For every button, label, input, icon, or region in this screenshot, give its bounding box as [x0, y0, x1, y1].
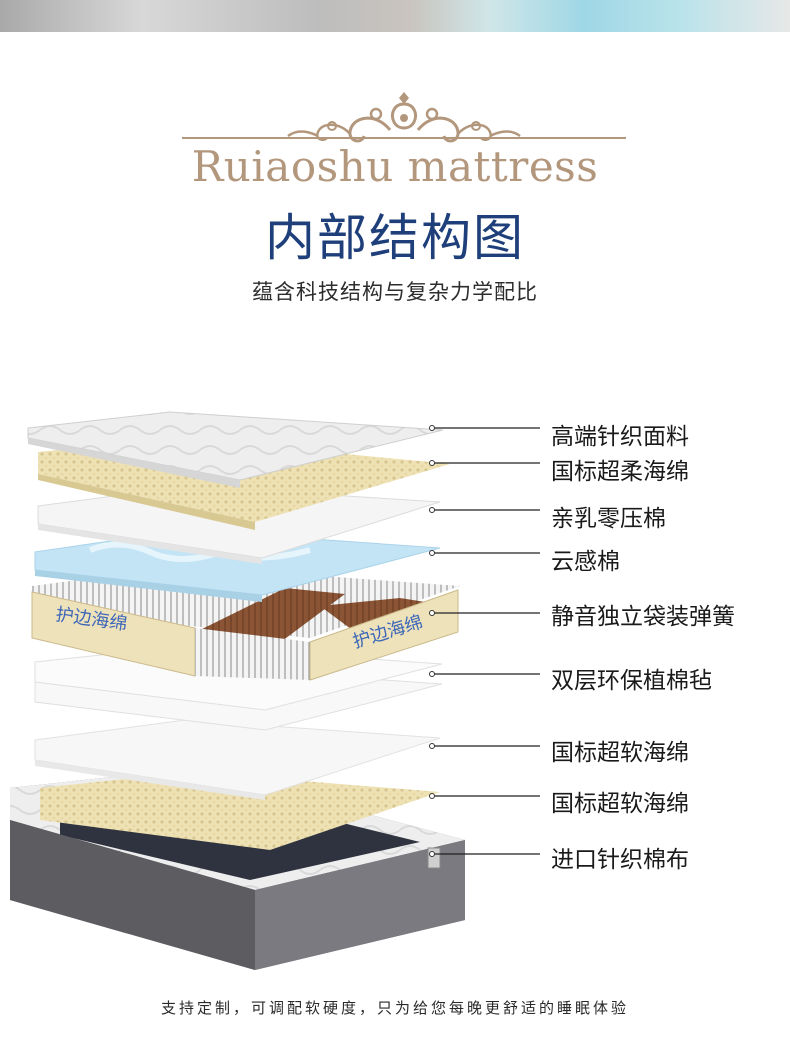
- layer-label-felt: 双层环保植棉毡: [551, 668, 712, 694]
- layer-label-springs: 静音独立袋装弹簧: [551, 604, 735, 630]
- layer-label-soft-foam: 国标超柔海绵: [551, 459, 689, 485]
- brand-name: Ruiaoshu mattress: [191, 142, 599, 191]
- mattress-layer-diagram: 护边海绵 护边海绵: [10, 411, 540, 970]
- page-subtitle: 蕴含科技结构与复杂力学配比: [252, 280, 538, 304]
- layer-label-cotton-fabric: 进口针织棉布: [551, 847, 689, 873]
- layer-label-latex: 亲乳零压棉: [551, 506, 666, 532]
- layer-label-foam-a: 国标超软海绵: [551, 740, 689, 766]
- leader-lines: [432, 427, 540, 855]
- layer-label-cloud: 云感棉: [551, 549, 620, 575]
- white-layer-7: [34, 719, 441, 796]
- leader-dots: [429, 425, 435, 857]
- page-title: 内部结构图: [265, 209, 525, 267]
- foam-layer-bottom: [40, 772, 440, 850]
- footer-note: 支持定制，可调配软硬度，只为给您每晚更舒适的睡眠体验: [160, 999, 629, 1017]
- layer-label-foam-b: 国标超软海绵: [551, 791, 689, 817]
- knit-fabric-layer: [27, 411, 444, 481]
- layer-label-knit-fabric: 高端针织面料: [551, 424, 689, 450]
- top-banner-image: [0, 0, 790, 32]
- ornament-divider: [182, 92, 626, 143]
